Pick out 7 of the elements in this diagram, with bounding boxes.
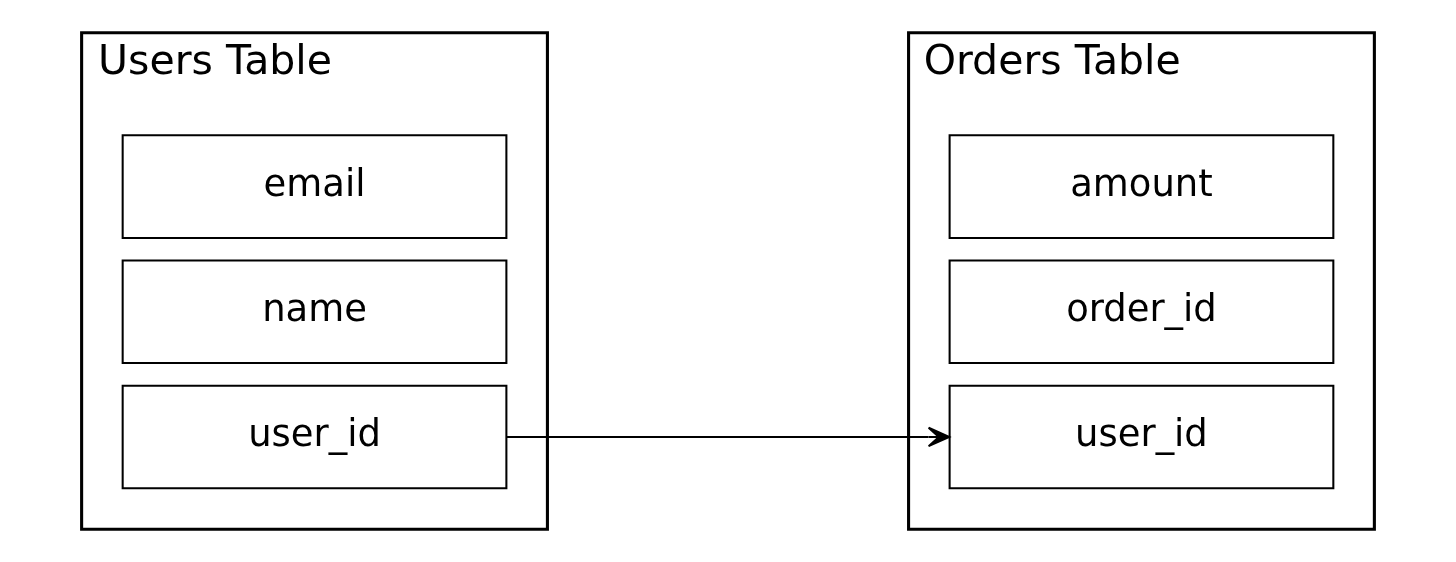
node-box: email: [121, 134, 508, 239]
node-box: user_id: [948, 384, 1335, 490]
node-box: name: [121, 259, 508, 365]
node-box: amount: [948, 134, 1335, 239]
node-box: order_id: [948, 259, 1335, 365]
node-box: user_id: [121, 384, 508, 490]
arrow: [506, 426, 951, 448]
